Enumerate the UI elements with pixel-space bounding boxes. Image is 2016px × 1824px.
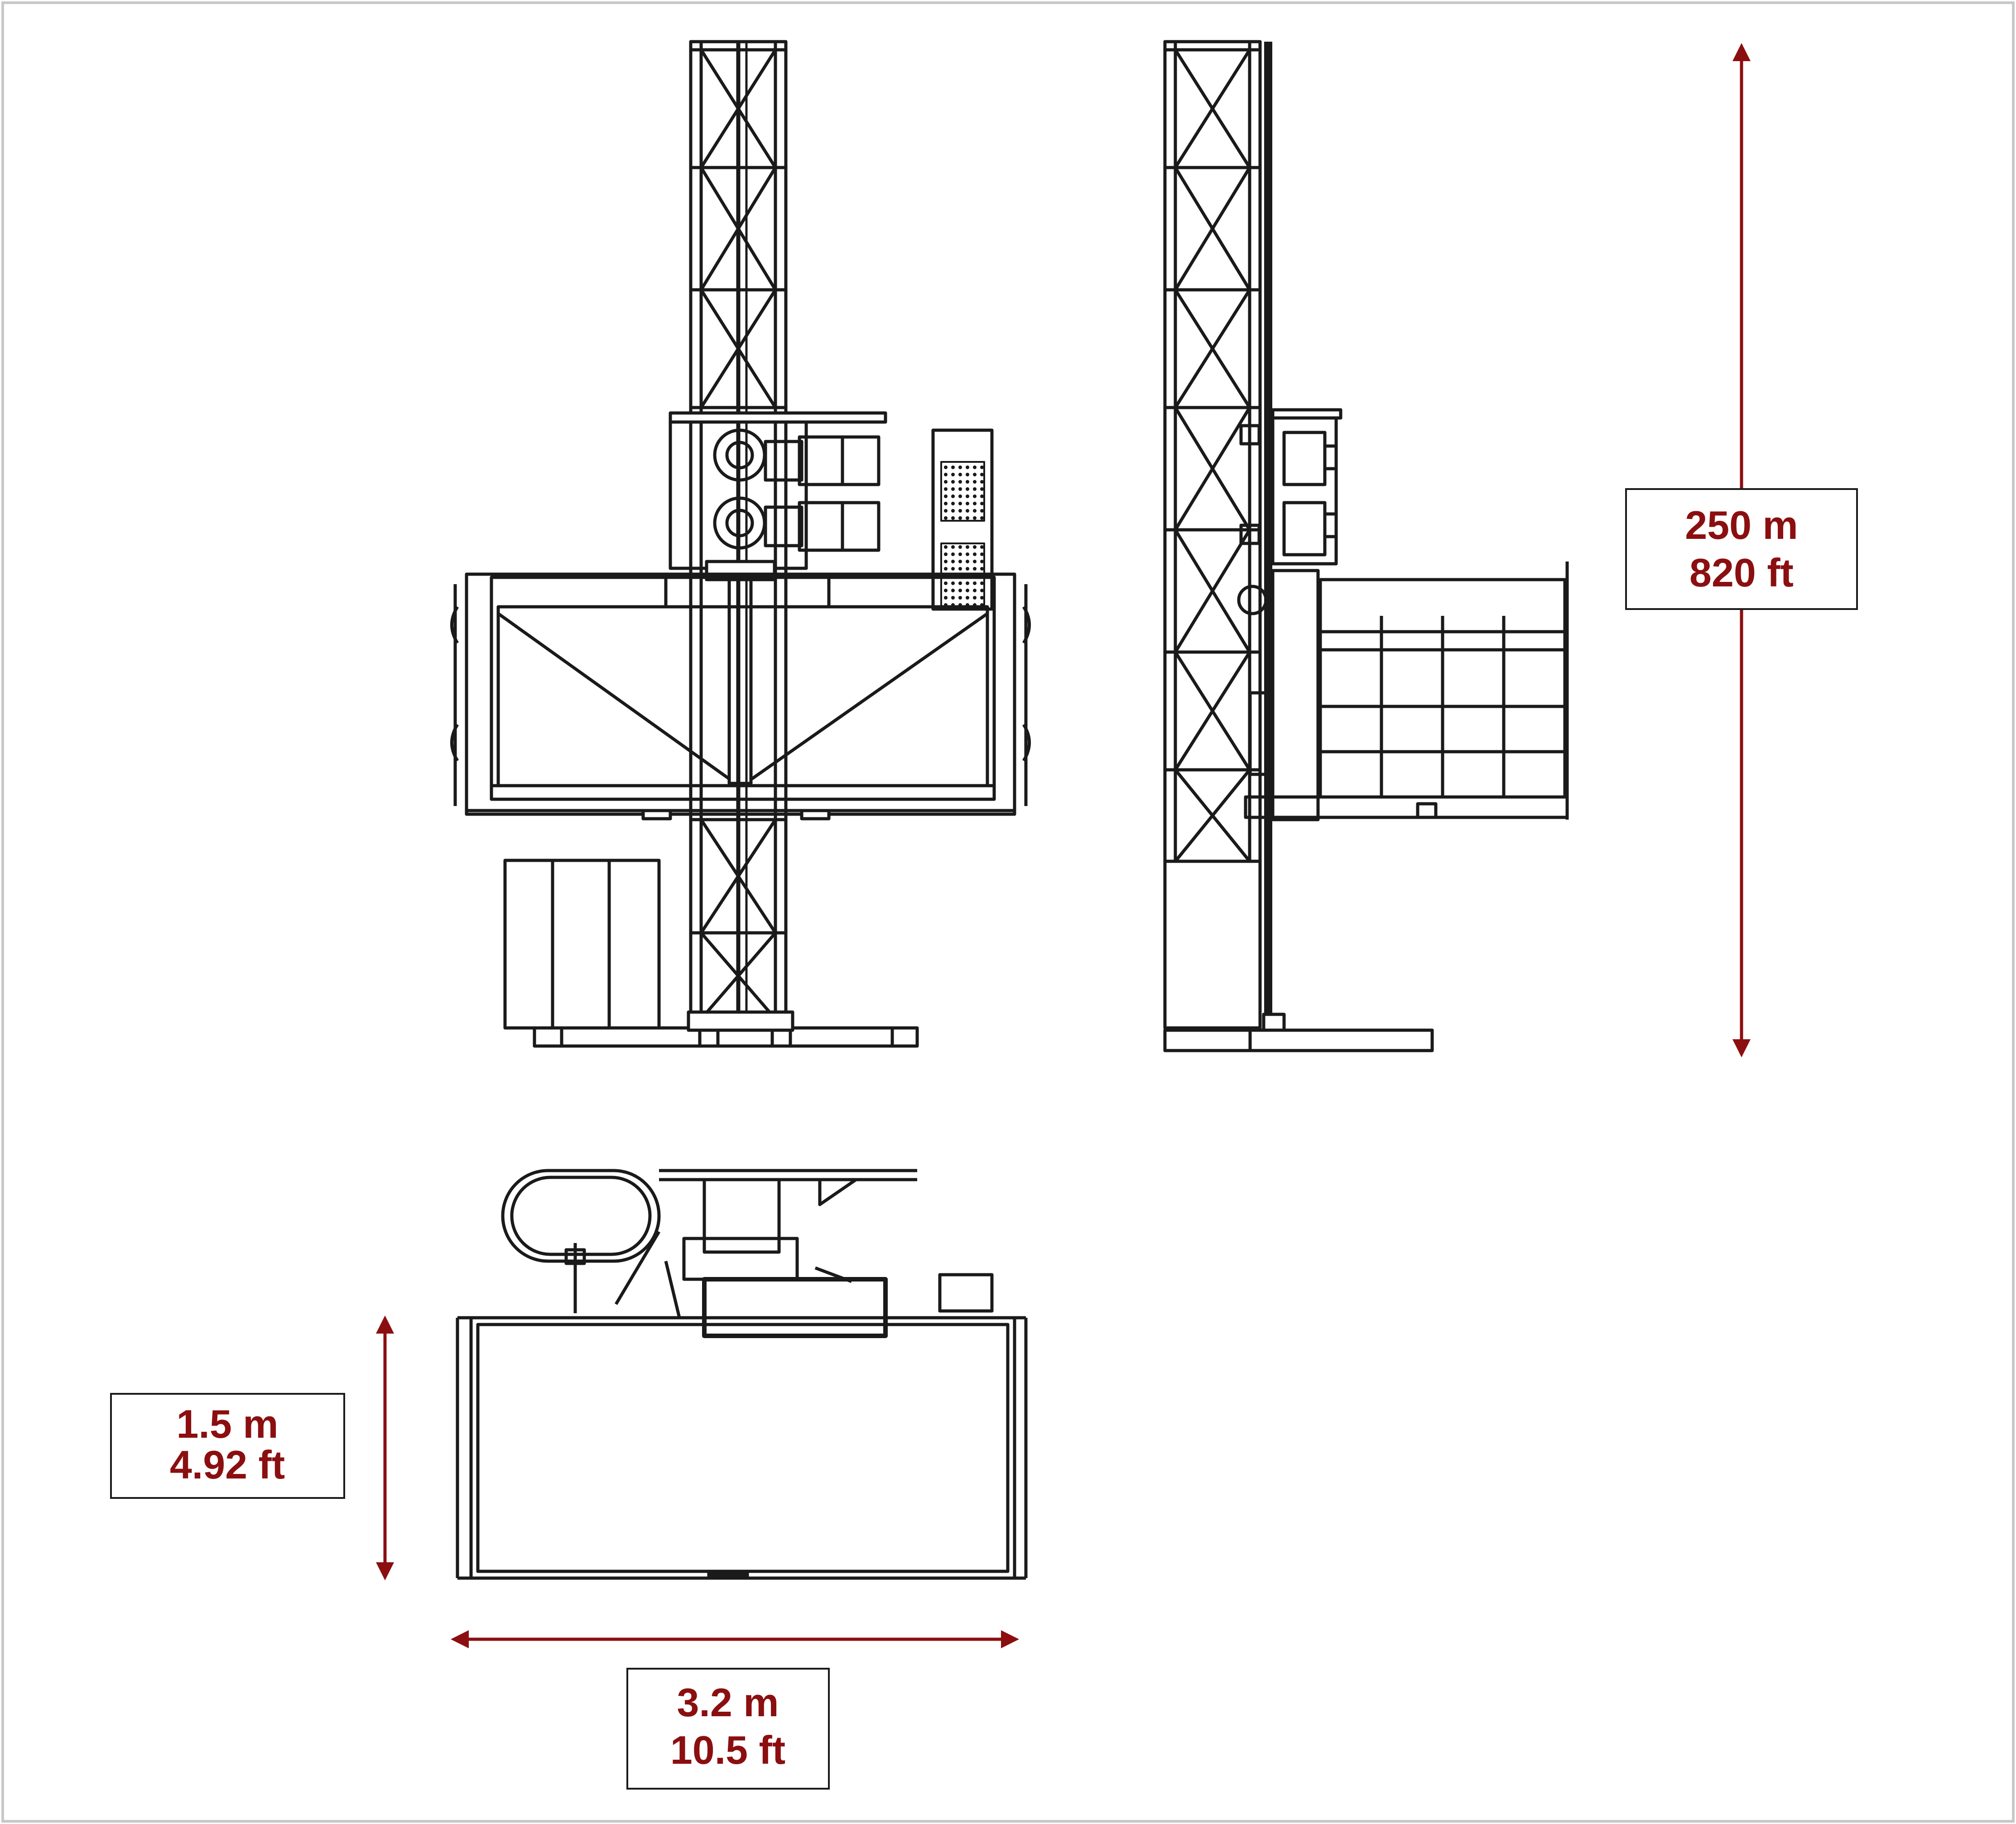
front-base xyxy=(503,859,919,1048)
height-metric: 250 m xyxy=(1685,503,1798,547)
width-imperial: 10.5 ft xyxy=(670,1728,785,1772)
depth-imperial: 4.92 ft xyxy=(170,1442,285,1487)
dimension-depth: 1.5 m 4.92 ft xyxy=(110,1315,394,1580)
height-label-box xyxy=(1625,488,1858,610)
top-view xyxy=(456,1169,1028,1580)
depth-metric: 1.5 m xyxy=(176,1402,278,1446)
dimension-width: 3.2 m 10.5 ft xyxy=(451,1630,1019,1790)
width-metric: 3.2 m xyxy=(677,1680,779,1725)
top-drive-assembly xyxy=(501,1169,994,1338)
side-mast xyxy=(1163,40,1272,1030)
side-base xyxy=(1163,1013,1434,1052)
top-cage-floor xyxy=(456,1316,1028,1580)
side-cage xyxy=(1244,562,1569,821)
side-view xyxy=(1163,40,1569,1052)
depth-label-box xyxy=(110,1393,345,1499)
front-cage xyxy=(450,572,1031,821)
dimension-height: 250 m 820 ft xyxy=(1625,43,1858,1057)
width-label-box xyxy=(626,1668,830,1790)
height-imperial: 820 ft xyxy=(1689,550,1794,595)
side-drive-unit xyxy=(1237,408,1342,615)
front-view xyxy=(450,40,1031,1048)
